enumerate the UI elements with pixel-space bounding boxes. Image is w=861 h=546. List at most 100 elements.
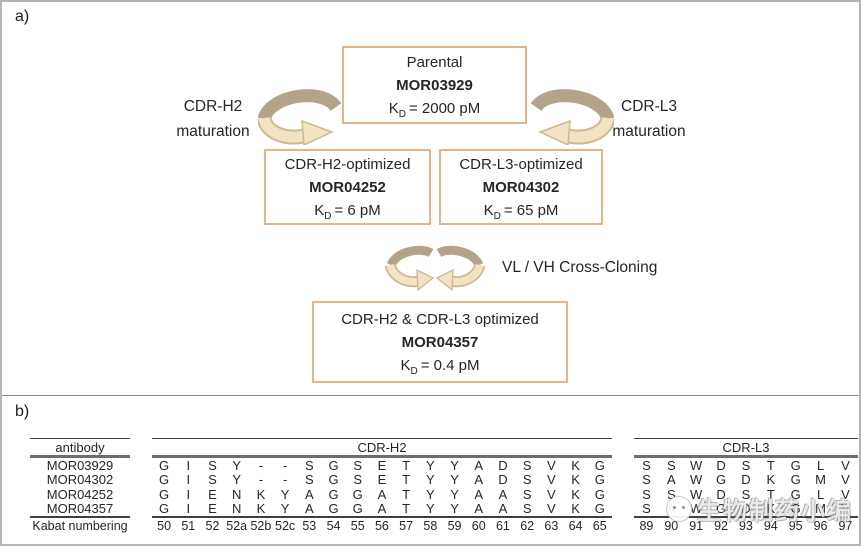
kabat-number-cell: 89 [639,518,654,533]
residue-cell: E [208,501,217,517]
residue-cell: G [328,457,339,473]
kabat-number-cell: 64 [568,518,583,533]
residue-cell: S [666,457,676,473]
kabat-number-cell: 52c [275,518,296,533]
residue-cell: S [353,457,363,473]
residue-cell: M [815,472,826,488]
residue-cell: A [666,472,676,488]
antibody-name: MOR04357 [401,333,479,351]
kd-value: KD= 65 pM [483,201,559,222]
residue-cell: K [571,457,580,473]
residue-cell: G [594,472,605,488]
residue-cell: G [594,486,605,502]
residue-cell: G [790,486,801,502]
residue-cell: D [741,472,751,488]
residue-cell: G [159,501,170,517]
residue-cell: Y [426,472,435,488]
residue-cell: Y [426,486,435,502]
residue-cell: W [690,501,703,517]
residue-cell: V [841,472,850,488]
residue-cell: I [186,486,191,502]
residue-cell: T [766,457,775,473]
residue-cell: Y [280,486,290,502]
residue-cell: K [256,501,266,517]
kabat-number-cell: 53 [302,518,317,533]
cross-cloning-label: VL / VH Cross-Cloning [502,259,658,276]
residue-cell: D [498,472,508,488]
residue-cell: N [232,501,242,517]
residue-cell: G [594,457,605,473]
panel-b-label: b) [15,403,30,420]
residue-cell: Y [450,486,459,502]
kabat-number-cell: 95 [788,518,803,533]
cdrh2-column-header: CDR-H2 [152,438,612,458]
residue-cell: G [716,472,727,488]
residue-cell: T [402,486,411,502]
residue-cell: A [304,486,314,502]
residue-cell: S [666,486,676,502]
curved-arrow-down-right-icon [258,89,342,145]
residue-cell: G [352,501,363,517]
residue-cell: S [642,472,651,488]
flowchart-box-h2-optimized: CDR-H2-optimized MOR04252 KD= 6 pM [264,149,431,225]
kabat-number-cell: 59 [447,518,462,533]
antibody-name: MOR04252 [309,178,386,196]
residue-cell: G [716,501,727,517]
residue-cell: S [522,501,532,517]
antibody-column-header: antibody [30,438,130,458]
residue-cell: D [716,486,726,502]
residue-cell: S [353,472,363,488]
flowchart-box-l3-optimized: CDR-L3-optimized MOR04302 KD= 65 pM [439,149,603,225]
residue-cell: I [186,472,191,488]
box-title: CDR-H2-optimized [284,155,411,173]
residue-cell: K [766,472,776,488]
kabat-number-cell: 62 [520,518,535,533]
kabat-number-cell: 91 [689,518,704,533]
panel-divider [2,395,859,396]
cdrl3-column-header: CDR-L3 [634,438,858,458]
residue-cell: Y [426,501,435,517]
residue-cell: K [766,501,776,517]
residue-cell: - [258,472,264,488]
residue-cell: E [208,486,217,502]
residue-cell: E [377,472,387,488]
kabat-label: Kabat numbering [30,516,130,533]
residue-cell: - [258,457,264,473]
residue-cell: S [208,457,217,473]
residue-cell: T [402,472,411,488]
kd-value: KD= 0.4 pM [400,356,480,377]
residue-cell: A [377,501,387,517]
kabat-number-cell: 63 [544,518,559,533]
residue-cell: S [642,486,651,502]
residue-cell: Y [450,457,459,473]
residue-cell: S [522,472,532,488]
residue-cell: N [232,486,242,502]
table-header-row: antibody CDR-H2 CDR-L3 [30,438,859,458]
residue-cell: G [790,472,801,488]
residue-cell: A [377,486,387,502]
antibody-name-cell: MOR04252 [46,486,114,502]
residue-cell: K [571,501,580,517]
residue-cell: G [790,501,801,517]
kabat-number-cell: 94 [763,518,778,533]
kd-value: KD= 2000 pM [388,99,481,120]
residue-cell: K [571,486,580,502]
residue-cell: - [282,457,288,473]
residue-cell: D [741,501,751,517]
kabat-number-cell: 57 [399,518,414,533]
residue-cell: G [352,486,363,502]
kd-value: KD= 6 pM [314,201,381,222]
residue-cell: A [304,501,314,517]
residue-cell: V [547,472,556,488]
residue-cell: T [402,457,411,473]
residue-cell: S [304,472,314,488]
